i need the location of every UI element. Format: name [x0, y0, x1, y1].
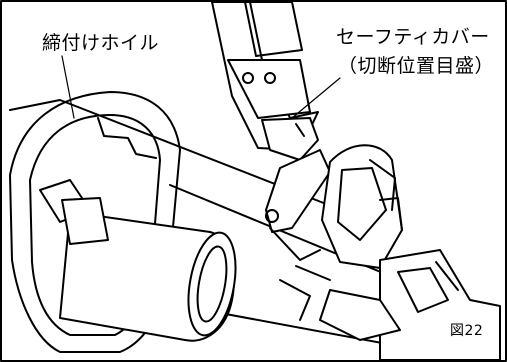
figure-number: 図22 — [450, 323, 484, 339]
safety-cover-bracket — [261, 117, 319, 161]
arm-bolt-1 — [242, 72, 254, 84]
gear-housing-cap — [379, 197, 403, 231]
label-cut-position-scale: （切断位置目盛） — [338, 55, 495, 77]
cylinder-bracket — [61, 197, 109, 245]
vise-slot — [435, 261, 459, 291]
vise-handle — [319, 289, 401, 341]
label-safety-cover: セーフティカバー — [336, 26, 490, 48]
base-beam-top — [9, 99, 381, 226]
cylinder-bore — [196, 245, 228, 323]
lever-bar — [269, 227, 321, 261]
vise-jaw — [397, 267, 449, 313]
safety-cover-pin — [295, 123, 305, 137]
label-tightening-wheel: 締付けホイル — [42, 32, 160, 54]
leader-line-cover — [291, 77, 341, 119]
vise-body — [379, 249, 501, 361]
arm-bolt-2 — [264, 72, 276, 84]
base-detail-1 — [295, 265, 331, 281]
cylinder-end — [187, 231, 237, 337]
blade-arm-face — [227, 59, 311, 119]
base-detail-2 — [279, 279, 311, 321]
gear-housing-rib — [337, 167, 387, 241]
wheel-inner-rim — [29, 114, 161, 336]
arm-shaft — [244, 1, 303, 57]
gear-housing — [321, 144, 403, 269]
leader-line-wheel — [61, 55, 75, 119]
wheel-rim-detail — [97, 117, 157, 159]
lever-pivot — [265, 209, 279, 223]
lever-link — [265, 149, 331, 233]
